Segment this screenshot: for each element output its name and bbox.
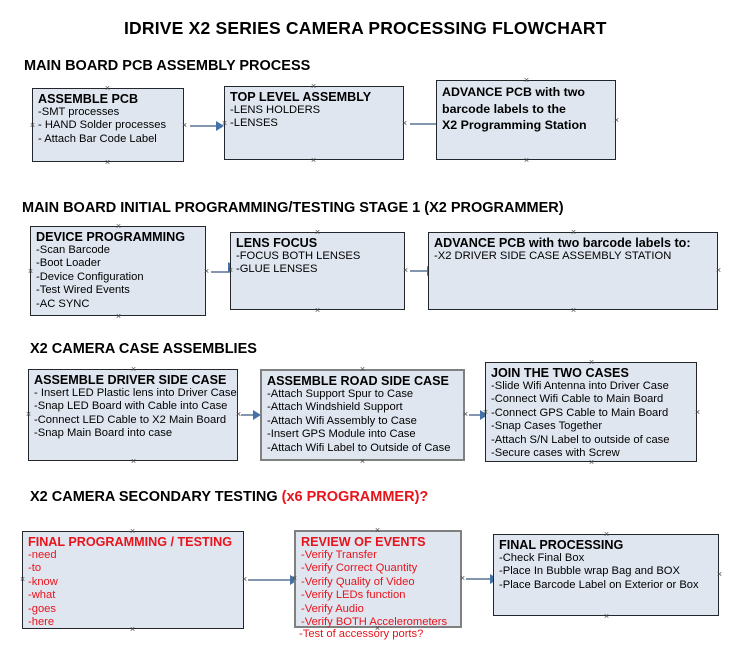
connector-arrowhead bbox=[216, 121, 224, 131]
box-line: -Device Configuration bbox=[36, 270, 144, 283]
box-title: JOIN THE TWO CASES bbox=[491, 366, 629, 380]
section-heading-secondary-testing: X2 CAMERA SECONDARY TESTING (x6 PROGRAMM… bbox=[30, 489, 428, 505]
connector-line bbox=[410, 270, 430, 272]
box-line: -Connect LED Cable to X2 Main Board bbox=[34, 413, 227, 426]
box-line: - HAND Solder processes bbox=[38, 119, 167, 132]
box-line: -need bbox=[28, 549, 57, 561]
box-line: -Snap LED Board with Cable into Case bbox=[34, 400, 228, 413]
section-heading-main-board-pcb-assembly: MAIN BOARD PCB ASSEMBLY PROCESS bbox=[24, 58, 310, 74]
box-line: -Snap Cases Together bbox=[491, 420, 603, 433]
box-final-programming-testing[interactable]: FINAL PROGRAMMING / TESTING -need -to -k… bbox=[22, 531, 244, 629]
section-heading-text: MAIN BOARD INITIAL PROGRAMMING/TESTING S… bbox=[22, 200, 564, 216]
section-heading-initial-programming: MAIN BOARD INITIAL PROGRAMMING/TESTING S… bbox=[22, 200, 564, 216]
connector-line bbox=[248, 579, 292, 581]
box-line: -Verify LEDs function bbox=[301, 589, 406, 602]
box-advance-pcb-driver-side[interactable]: ADVANCE PCB with two barcode labels to: … bbox=[428, 232, 718, 310]
box-line: -Scan Barcode bbox=[36, 244, 111, 256]
box-line: -Attach Wifi Assembly to Case bbox=[267, 414, 417, 427]
box-line: -Check Final Box bbox=[499, 552, 585, 564]
box-line: -AC SYNC bbox=[36, 297, 90, 310]
box-line: -Place In Bubble wrap Bag and BOX bbox=[499, 565, 680, 578]
box-review-of-events[interactable]: REVIEW OF EVENTS -Verify Transfer -Verif… bbox=[294, 530, 462, 628]
box-title: DEVICE PROGRAMMING bbox=[36, 230, 186, 244]
box-assemble-driver-side-case[interactable]: ASSEMBLE DRIVER SIDE CASE - Insert LED P… bbox=[28, 369, 238, 461]
box-assemble-pcb[interactable]: ASSEMBLE PCB -SMT processes - HAND Solde… bbox=[32, 88, 184, 162]
box-line: -Verify Audio bbox=[301, 602, 364, 615]
box-final-processing[interactable]: FINAL PROCESSING -Check Final Box -Place… bbox=[493, 534, 719, 616]
box-line: X2 Programming Station bbox=[442, 118, 587, 132]
connector-line bbox=[211, 271, 231, 273]
box-line: -what bbox=[28, 589, 56, 602]
box-title: REVIEW OF EVENTS bbox=[301, 535, 426, 549]
box-lens-focus[interactable]: LENS FOCUS -FOCUS BOTH LENSES -GLUE LENS… bbox=[230, 232, 405, 310]
box-line: - Attach Bar Code Label bbox=[38, 132, 157, 145]
box-title: LENS FOCUS bbox=[236, 236, 318, 250]
box-line: - Insert LED Plastic lens into Driver Ca… bbox=[34, 387, 237, 399]
box-line: ADVANCE PCB with two bbox=[442, 85, 585, 99]
box-line: -Connect Wifi Cable to Main Board bbox=[491, 393, 664, 406]
box-join-the-two-cases[interactable]: JOIN THE TWO CASES -Slide Wifi Antenna i… bbox=[485, 362, 697, 462]
section-heading-text: MAIN BOARD PCB ASSEMBLY PROCESS bbox=[24, 58, 311, 74]
box-line: -Place Barcode Label on Exterior or Box bbox=[499, 578, 699, 591]
box-line: -know bbox=[28, 575, 58, 588]
box-line: -goes bbox=[28, 602, 56, 615]
connector-arrowhead bbox=[480, 410, 488, 420]
box-line: -Verify Transfer bbox=[301, 549, 377, 561]
connector-line bbox=[410, 123, 438, 125]
box-top-level-assembly[interactable]: TOP LEVEL ASSEMBLY -LENS HOLDERS -LENSES bbox=[224, 86, 404, 160]
box-line: -X2 DRIVER SIDE CASE ASSEMBLY STATION bbox=[434, 250, 672, 262]
box-line: -Attach S/N Label to outside of case bbox=[491, 433, 670, 446]
box-line: -Snap Main Board into case bbox=[34, 427, 173, 440]
box-line: -Attach Wifi Label to Outside of Case bbox=[267, 441, 451, 454]
connector-arrowhead bbox=[253, 410, 261, 420]
box-line: -GLUE LENSES bbox=[236, 263, 318, 276]
box-line: -Slide Wifi Antenna into Driver Case bbox=[491, 380, 669, 392]
section-heading-case-assemblies: X2 CAMERA CASE ASSEMBLIES bbox=[30, 341, 257, 357]
box-line: -Test Wired Events bbox=[36, 284, 130, 297]
box-line: -Connect GPS Cable to Main Board bbox=[491, 406, 669, 419]
box-line: -LENSES bbox=[230, 117, 278, 130]
box-title: FINAL PROGRAMMING / TESTING bbox=[28, 535, 233, 549]
box-line: -Secure cases with Screw bbox=[491, 447, 620, 460]
connector-line bbox=[241, 414, 257, 416]
section-heading-text: X2 CAMERA SECONDARY TESTING bbox=[30, 489, 282, 505]
box-device-programming[interactable]: DEVICE PROGRAMMING -Scan Barcode -Boot L… bbox=[30, 226, 206, 316]
box-title: ASSEMBLE ROAD SIDE CASE bbox=[267, 374, 449, 388]
box-advance-pcb-programming-station[interactable]: ADVANCE PCB with two barcode labels to t… bbox=[436, 80, 616, 160]
box-title: ASSEMBLE PCB bbox=[38, 92, 139, 106]
box-line: -LENS HOLDERS bbox=[230, 104, 321, 116]
box-line: -Attach Windshield Support bbox=[267, 401, 403, 414]
box-line: -Verify BOTH Accelerometers bbox=[301, 616, 448, 629]
box-line: -FOCUS BOTH LENSES bbox=[236, 250, 361, 262]
section-heading-text: X2 CAMERA CASE ASSEMBLIES bbox=[30, 341, 257, 357]
box-title: TOP LEVEL ASSEMBLY bbox=[230, 90, 372, 104]
page-title: IDRIVE X2 SERIES CAMERA PROCESSING FLOWC… bbox=[124, 18, 607, 38]
connector-line bbox=[466, 578, 492, 580]
box-title: ASSEMBLE DRIVER SIDE CASE bbox=[34, 373, 227, 387]
box-title: ADVANCE PCB with two barcode labels to: bbox=[434, 236, 691, 250]
box-line: -here bbox=[28, 616, 55, 629]
box-line: -Insert GPS Module into Case bbox=[267, 428, 416, 441]
box-line: -Verify Quality of Video bbox=[301, 575, 415, 588]
box-assemble-road-side-case[interactable]: ASSEMBLE ROAD SIDE CASE -Attach Support … bbox=[260, 369, 465, 461]
box-line: barcode labels to the bbox=[442, 101, 566, 116]
section-heading-red-text: (x6 PROGRAMMER)? bbox=[281, 489, 429, 505]
box-line: -Boot Loader bbox=[36, 257, 101, 270]
connector-line bbox=[190, 125, 218, 127]
box-line: -SMT processes bbox=[38, 106, 120, 118]
box-line: -Attach Support Spur to Case bbox=[267, 388, 414, 400]
connector-line bbox=[469, 414, 483, 416]
box-line: -Verify Correct Quantity bbox=[301, 562, 418, 575]
box-line: -to bbox=[28, 562, 42, 575]
box-title: FINAL PROCESSING bbox=[499, 538, 624, 552]
box-overflow-line: -Test of accessory ports? bbox=[299, 628, 424, 640]
